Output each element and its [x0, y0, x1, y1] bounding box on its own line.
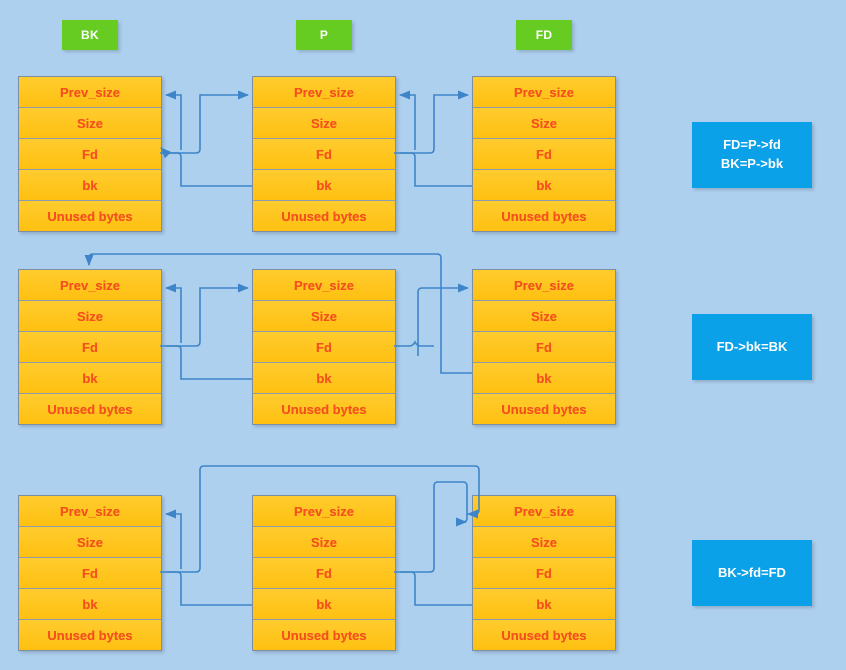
chunk-row2-fd: Prev_size Size Fd bk Unused bytes	[472, 269, 616, 425]
chunk-field-fd: Fd	[253, 139, 395, 170]
chunk-field-fd: Fd	[473, 332, 615, 363]
chunk-field-prev-size: Prev_size	[253, 496, 395, 527]
chunk-field-fd: Fd	[19, 558, 161, 589]
arrow-row3-p-bk-to-bk-tail	[164, 509, 182, 569]
chunk-field-fd: Fd	[19, 139, 161, 170]
chunk-field-prev-size: Prev_size	[473, 270, 615, 301]
column-label-p: P	[296, 20, 352, 50]
arrow-row3-fd-bk-stub	[400, 571, 472, 606]
chunk-field-fd: Fd	[473, 139, 615, 170]
note-row3: BK->fd=FD	[692, 540, 812, 606]
chunk-field-unused: Unused bytes	[473, 620, 615, 650]
chunk-field-prev-size: Prev_size	[19, 270, 161, 301]
chunk-field-unused: Unused bytes	[473, 201, 615, 231]
chunk-row3-bk: Prev_size Size Fd bk Unused bytes	[18, 495, 162, 651]
chunk-field-bk: bk	[253, 589, 395, 620]
chunk-field-size: Size	[19, 527, 161, 558]
arrow-row2-to-fd-prev-size	[417, 283, 470, 356]
note-row2: FD->bk=BK	[692, 314, 812, 380]
chunk-field-unused: Unused bytes	[19, 394, 161, 424]
note-row1: FD=P->fd BK=P->bk	[692, 122, 812, 188]
arrow-row1-bk-fd-to-p	[160, 90, 250, 154]
column-label-bk-text: BK	[81, 28, 99, 42]
note-row1-line1: FD=P->fd	[723, 137, 781, 153]
note-row2-line1: FD->bk=BK	[716, 338, 788, 354]
chunk-field-size: Size	[473, 527, 615, 558]
chunk-field-prev-size: Prev_size	[19, 77, 161, 108]
chunk-field-bk: bk	[19, 363, 161, 394]
chunk-row2-bk: Prev_size Size Fd bk Unused bytes	[18, 269, 162, 425]
chunk-field-bk: bk	[473, 170, 615, 201]
chunk-field-fd: Fd	[19, 332, 161, 363]
chunk-field-prev-size: Prev_size	[253, 270, 395, 301]
chunk-field-unused: Unused bytes	[19, 620, 161, 650]
chunk-row2-p: Prev_size Size Fd bk Unused bytes	[252, 269, 396, 425]
arrow-row1-fd-bk-to-p-tail	[398, 90, 416, 150]
chunk-row1-p: Prev_size Size Fd bk Unused bytes	[252, 76, 396, 232]
chunk-field-unused: Unused bytes	[19, 201, 161, 231]
chunk-field-fd: Fd	[473, 558, 615, 589]
column-label-fd: FD	[516, 20, 572, 50]
chunk-field-size: Size	[253, 301, 395, 332]
arrow-row1-p-bk-to-bk	[160, 147, 252, 187]
chunk-field-size: Size	[473, 301, 615, 332]
chunk-field-unused: Unused bytes	[253, 394, 395, 424]
chunk-row1-fd: Prev_size Size Fd bk Unused bytes	[472, 76, 616, 232]
chunk-field-fd: Fd	[253, 558, 395, 589]
chunk-field-bk: bk	[253, 363, 395, 394]
chunk-row1-bk: Prev_size Size Fd bk Unused bytes	[18, 76, 162, 232]
chunk-field-unused: Unused bytes	[473, 394, 615, 424]
chunk-field-bk: bk	[19, 170, 161, 201]
chunk-field-prev-size: Prev_size	[473, 496, 615, 527]
chunk-field-unused: Unused bytes	[253, 201, 395, 231]
chunk-field-bk: bk	[473, 363, 615, 394]
chunk-field-size: Size	[253, 527, 395, 558]
note-row1-line2: BK=P->bk	[720, 156, 784, 171]
chunk-field-prev-size: Prev_size	[473, 77, 615, 108]
arrow-row2-p-bk-to-bk	[166, 345, 252, 380]
chunk-row3-p: Prev_size Size Fd bk Unused bytes	[252, 495, 396, 651]
chunk-field-bk: bk	[473, 589, 615, 620]
arrow-row2-bk-fd-to-p	[160, 283, 250, 347]
chunk-field-prev-size: Prev_size	[253, 77, 395, 108]
column-label-bk: BK	[62, 20, 118, 50]
chunk-field-fd: Fd	[253, 332, 395, 363]
column-label-p-text: P	[319, 28, 329, 42]
arrow-row2-p-bk-to-bk-tail	[164, 283, 182, 343]
chunk-field-bk: bk	[19, 589, 161, 620]
arrow-row3-p-fd-to-fd	[394, 481, 468, 573]
chunk-field-unused: Unused bytes	[253, 620, 395, 650]
chunk-row3-fd: Prev_size Size Fd bk Unused bytes	[472, 495, 616, 651]
arrow-row2-fd-fd-stub	[394, 340, 434, 347]
chunk-field-prev-size: Prev_size	[19, 496, 161, 527]
chunk-field-size: Size	[473, 108, 615, 139]
chunk-field-size: Size	[253, 108, 395, 139]
arrow-row1-p-bk-to-bk-tail	[164, 90, 182, 150]
chunk-field-bk: bk	[253, 170, 395, 201]
column-label-fd-text: FD	[535, 28, 553, 42]
arrow-row1-fd-bk-to-p	[400, 152, 472, 187]
note-row3-line1: BK->fd=FD	[718, 564, 786, 580]
arrow-row1-p-fd-to-fd	[394, 90, 470, 154]
arrow-row3-p-bk-to-bk	[166, 571, 252, 606]
chunk-field-size: Size	[19, 108, 161, 139]
chunk-field-size: Size	[19, 301, 161, 332]
